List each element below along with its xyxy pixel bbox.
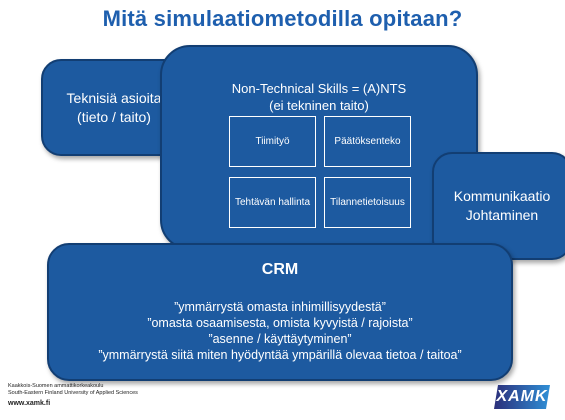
- crm-line: ”ymmärrystä siitä miten hyödyntää ympäri…: [98, 348, 462, 362]
- nts-heading-line2: (ei tekninen taito): [269, 98, 369, 113]
- technical-skills-line2: (tieto / taito): [77, 108, 151, 125]
- non-technical-skills-box: Non-Technical Skills = (A)NTS (ei teknin…: [160, 45, 478, 250]
- crm-line: ”ymmärrystä omasta inhimillisyydestä”: [174, 300, 386, 314]
- crm-box: CRM ”ymmärrystä omasta inhimillisyydestä…: [47, 243, 513, 381]
- technical-skills-line1: Teknisiä asioita: [66, 89, 162, 106]
- communication-line2: Johtaminen: [465, 207, 539, 223]
- nts-heading: Non-Technical Skills = (A)NTS (ei teknin…: [162, 80, 476, 114]
- nts-cell-situational-awareness: Tilannetietoisuus: [324, 177, 411, 228]
- footer-institution-en: South-Eastern Finland University of Appl…: [8, 390, 138, 396]
- nts-heading-line1: Non-Technical Skills = (A)NTS: [231, 81, 407, 96]
- slide-title: Mitä simulaatiometodilla opitaan?: [102, 6, 463, 31]
- crm-title: CRM: [261, 261, 299, 278]
- crm-lines: ”ymmärrystä omasta inhimillisyydestä” ”o…: [49, 299, 511, 363]
- footer-url: www.xamk.fi: [8, 400, 51, 407]
- xamk-logo: XAMK: [492, 383, 552, 411]
- xamk-logo-shape: [494, 385, 550, 409]
- nts-cell-teamwork: Tiimityö: [229, 116, 316, 167]
- footer: Kaakkois-Suomen ammattikorkeakoulu South…: [8, 383, 138, 409]
- nts-cell-task-management: Tehtävän hallinta: [229, 177, 316, 228]
- communication-line1: Kommunikaatio: [453, 188, 551, 204]
- xamk-logo-text: XAMK: [496, 388, 548, 405]
- footer-institution-fi: Kaakkois-Suomen ammattikorkeakoulu: [8, 383, 104, 389]
- crm-line: ”omasta osaamisesta, omista kyvyistä / r…: [147, 316, 413, 330]
- nts-cell-decision-making: Päätöksenteko: [324, 116, 411, 167]
- crm-line: ”asenne / käyttäytyminen”: [208, 332, 352, 346]
